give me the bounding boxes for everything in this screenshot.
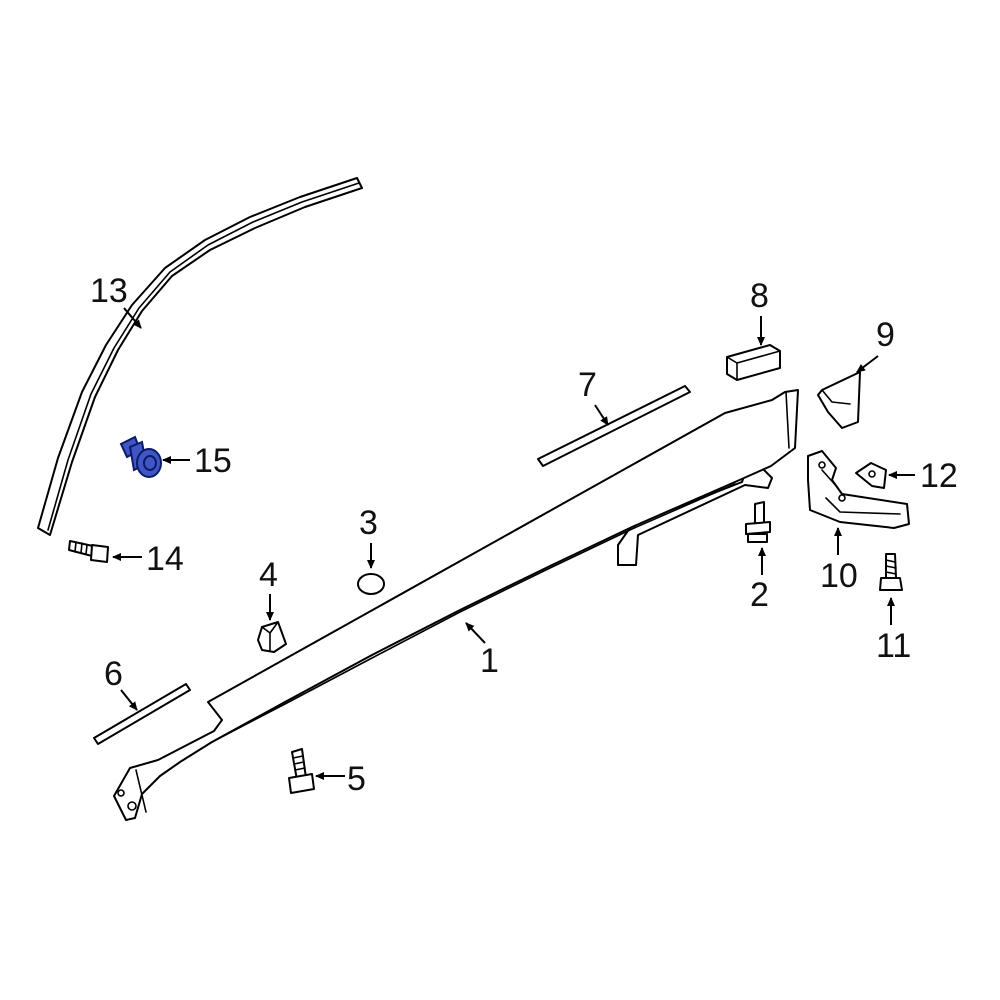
callout-13: 13 <box>90 272 128 310</box>
bolt-part-2[interactable] <box>745 501 771 543</box>
callout-4: 4 <box>259 556 278 594</box>
callout-2: 2 <box>750 576 769 614</box>
callout-15: 15 <box>194 442 232 480</box>
leader-6 <box>120 689 138 711</box>
leader-9 <box>856 355 879 373</box>
callout-14: 14 <box>146 540 184 578</box>
trim-strip-part-6[interactable] <box>93 683 191 745</box>
callout-6: 6 <box>104 655 123 693</box>
callout-labels: 1 2 3 4 5 6 7 8 9 10 11 12 13 14 15 <box>90 272 958 798</box>
rocker-molding-part-1[interactable] <box>113 389 799 821</box>
callout-9: 9 <box>876 316 895 354</box>
pad-part-8[interactable] <box>726 344 781 381</box>
clip-nut-part-4[interactable] <box>257 621 287 653</box>
callout-12: 12 <box>920 457 958 495</box>
callout-3: 3 <box>359 504 378 542</box>
callout-10: 10 <box>820 557 858 595</box>
trim-strip-part-7[interactable] <box>537 385 691 467</box>
callout-8: 8 <box>750 277 769 315</box>
leader-7 <box>594 404 609 426</box>
screw-part-14[interactable] <box>68 540 109 563</box>
leader-1 <box>465 622 486 644</box>
leader-13 <box>123 307 142 329</box>
clip-part-12[interactable] <box>855 462 887 489</box>
bolt-part-5[interactable] <box>288 748 315 794</box>
callout-11: 11 <box>876 627 911 665</box>
bracket-part-10[interactable] <box>807 450 910 529</box>
roof-molding-part-13[interactable] <box>37 177 363 536</box>
callout-1: 1 <box>480 642 499 680</box>
grommet-part-3[interactable] <box>357 573 385 595</box>
bolt-part-15-highlighted[interactable] <box>119 435 162 478</box>
leader-lines <box>112 307 915 780</box>
bolt-part-11[interactable] <box>879 553 903 591</box>
callout-7: 7 <box>578 366 597 404</box>
end-cap-part-9[interactable] <box>817 371 861 429</box>
callout-5: 5 <box>347 760 366 798</box>
